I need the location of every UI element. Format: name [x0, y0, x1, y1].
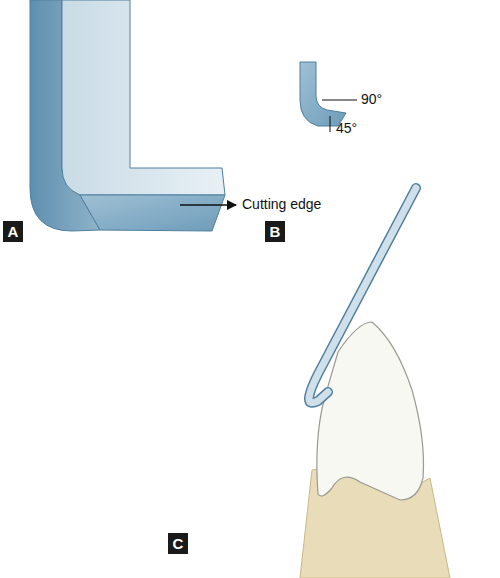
hoe-instrument-a — [30, 0, 236, 231]
panel-letter: C — [173, 536, 184, 551]
angle-label: 45° — [336, 121, 357, 136]
panel-letter: A — [8, 224, 19, 239]
tooth-with-instrument — [300, 188, 450, 578]
panel-letter-box: B — [265, 221, 285, 242]
panel-letter: B — [270, 224, 281, 239]
angle-label: 90° — [361, 92, 382, 107]
panel-letter-box: C — [168, 533, 188, 554]
part-label: Cutting edge — [242, 197, 321, 212]
panel-letter-box: A — [3, 221, 23, 242]
